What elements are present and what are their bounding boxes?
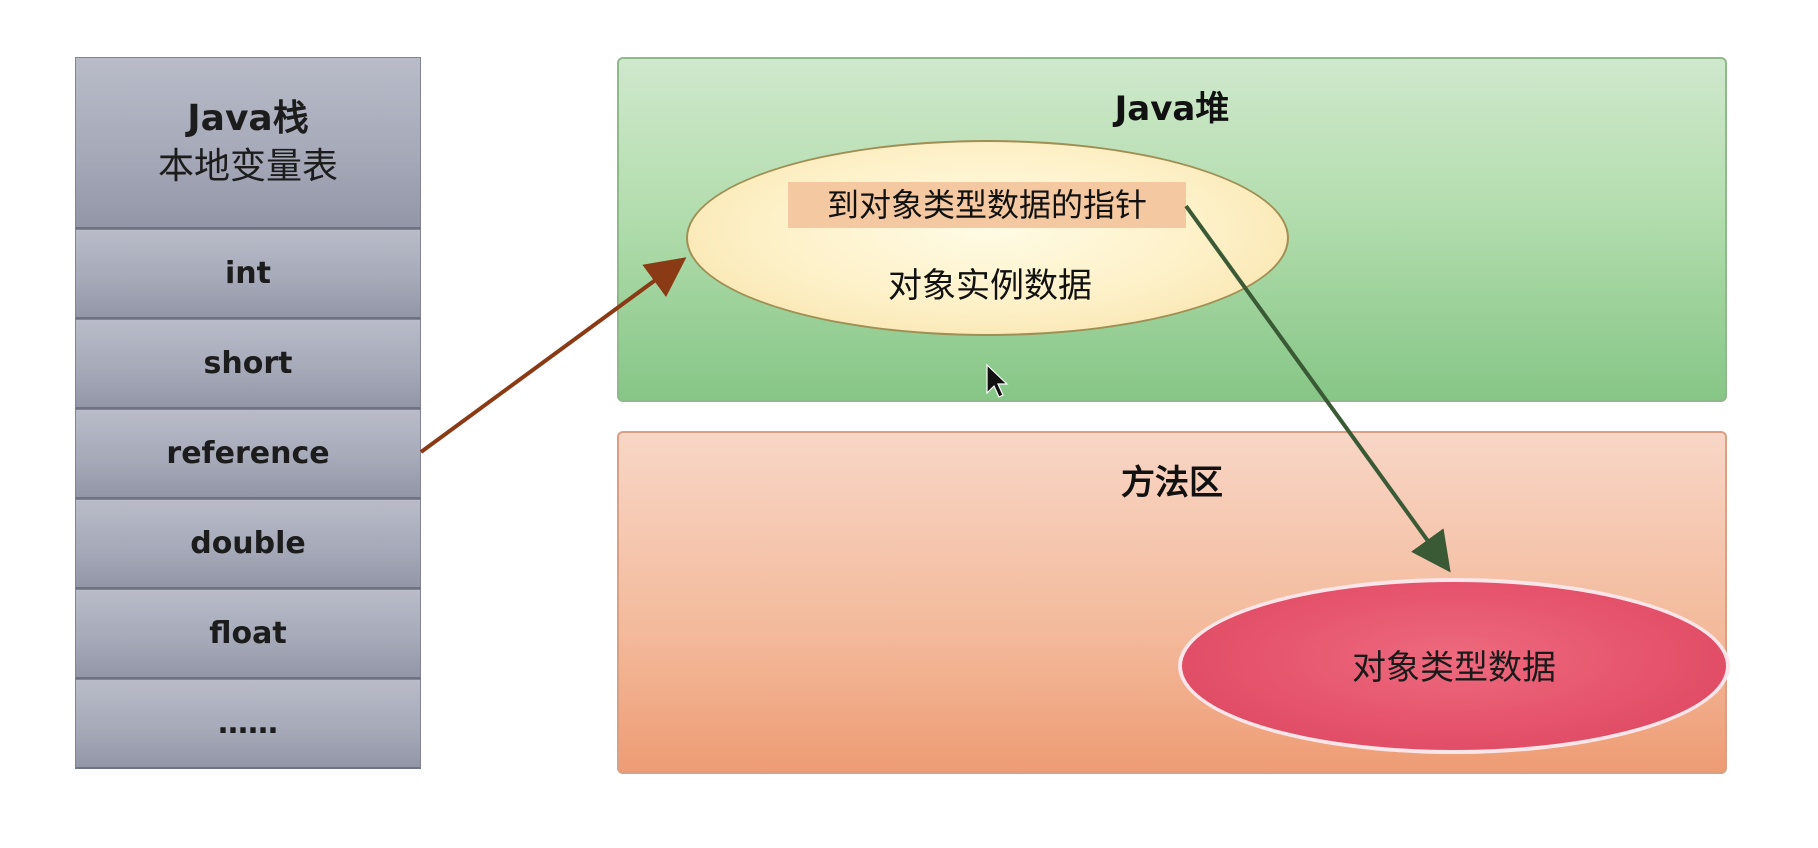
stack-slot-label: int <box>225 256 271 291</box>
stack-slot-int: int <box>75 229 421 319</box>
java-stack-title: Java栈 <box>187 97 309 139</box>
java-stack-table: Java栈 本地变量表 int short reference double f… <box>75 57 421 769</box>
java-stack-header: Java栈 本地变量表 <box>75 57 421 229</box>
local-variable-table-title: 本地变量表 <box>157 145 338 187</box>
stack-slot-more: …… <box>75 679 421 769</box>
stack-slot-float: float <box>75 589 421 679</box>
stack-slot-reference: reference <box>75 409 421 499</box>
stack-slot-double: double <box>75 499 421 589</box>
stack-slot-label: short <box>203 346 293 381</box>
object-type-data-label: 对象类型数据 <box>1352 648 1556 688</box>
stack-slot-label: …… <box>218 706 278 741</box>
java-heap-title: Java堆 <box>1114 89 1230 129</box>
stack-slot-label: float <box>209 616 287 651</box>
method-area-title: 方法区 <box>1121 463 1223 503</box>
instance-data-label: 对象实例数据 <box>888 266 1092 306</box>
stack-slot-label: reference <box>166 436 330 471</box>
type-pointer-label: 到对象类型数据的指针 <box>788 182 1186 228</box>
stack-slot-label: double <box>190 526 306 561</box>
stack-slot-short: short <box>75 319 421 409</box>
object-type-data-ellipse <box>1178 578 1730 754</box>
